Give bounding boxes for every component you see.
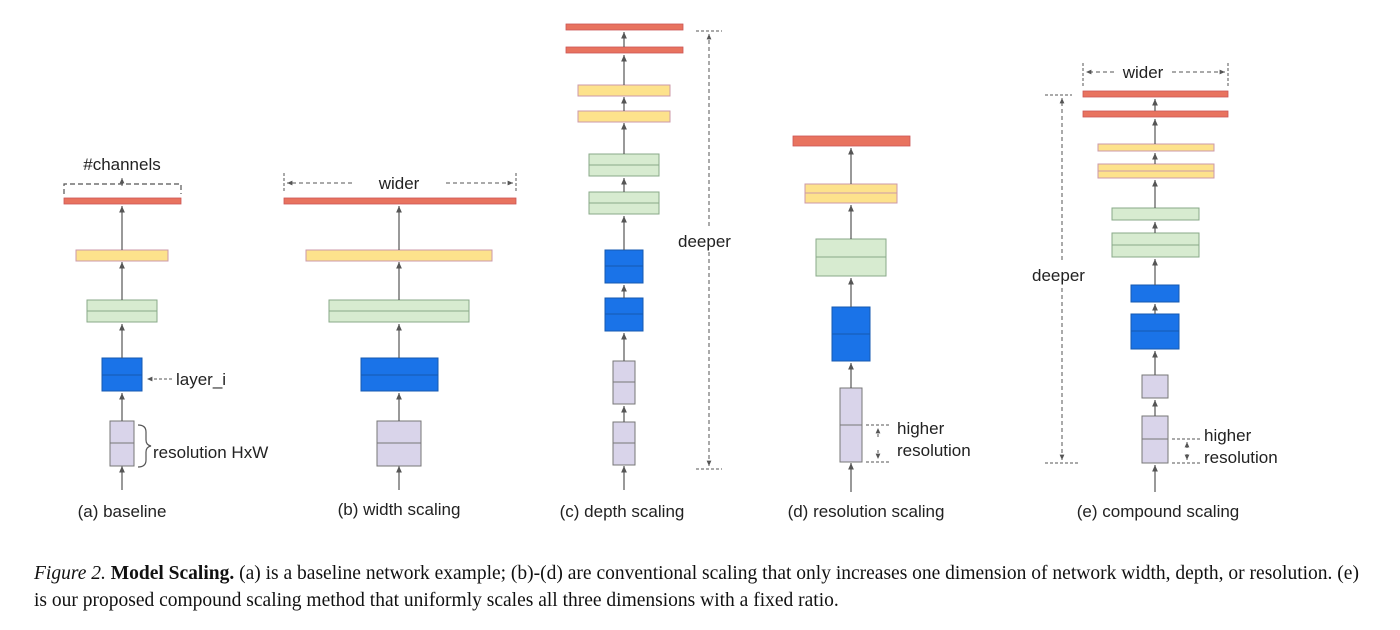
figure-title: Model Scaling. bbox=[110, 563, 235, 584]
panel-caption-e: (e) compound scaling bbox=[1077, 502, 1240, 521]
higher-resolution-label-2: resolution bbox=[897, 441, 971, 460]
higher-resolution-label-1: higher bbox=[897, 419, 945, 438]
deeper-label: deeper bbox=[1032, 266, 1085, 285]
output-block-red bbox=[1082, 110, 1229, 118]
resolution-label: resolution HxW bbox=[153, 443, 268, 462]
panel-caption-a: (a) baseline bbox=[78, 502, 167, 521]
output-block-red bbox=[1082, 90, 1229, 98]
wider-label: wider bbox=[378, 174, 420, 193]
conv-block-green bbox=[1111, 207, 1200, 221]
panel-caption-c: (c) depth scaling bbox=[560, 502, 685, 521]
conv-block-blue bbox=[1130, 284, 1180, 303]
figure-caption: Figure 2. Model Scaling. (a) is a baseli… bbox=[34, 560, 1374, 614]
panel-resolution-scaling: higher resolution (d) resolution scaling bbox=[788, 135, 971, 521]
conv-block-yellow bbox=[1097, 143, 1215, 152]
figure-caption-text: (a) is a baseline network example; (b)-(… bbox=[34, 563, 1359, 611]
model-scaling-figure: #channels layer_i resolution HxW (a) bas… bbox=[63, 23, 1278, 521]
conv-block-yellow bbox=[577, 84, 671, 97]
conv-block-yellow bbox=[577, 110, 671, 123]
higher-resolution-label-1: higher bbox=[1204, 426, 1252, 445]
figure-label: Figure 2. bbox=[34, 563, 106, 584]
channels-label: #channels bbox=[83, 155, 161, 174]
wider-label: wider bbox=[1122, 63, 1164, 82]
panel-baseline: #channels layer_i resolution HxW (a) bas… bbox=[63, 155, 268, 521]
output-block-red bbox=[283, 197, 517, 205]
conv-block-yellow bbox=[75, 249, 169, 262]
panel-width-scaling: wider (b) width scaling bbox=[283, 173, 517, 519]
panel-caption-d: (d) resolution scaling bbox=[788, 502, 945, 521]
panel-depth-scaling: deeper (c) depth scaling bbox=[560, 23, 731, 521]
lavender-block bbox=[1141, 374, 1169, 399]
output-block-red bbox=[63, 197, 182, 205]
layer-label: layer_i bbox=[176, 370, 226, 389]
output-block-red bbox=[792, 135, 911, 147]
deeper-label: deeper bbox=[678, 232, 731, 251]
output-block-red bbox=[565, 46, 684, 54]
higher-resolution-label-2: resolution bbox=[1204, 448, 1278, 467]
conv-block-yellow bbox=[305, 249, 493, 262]
panel-caption-b: (b) width scaling bbox=[338, 500, 461, 519]
output-block-red bbox=[565, 23, 684, 31]
panel-compound-scaling: wider deeper higher resolution (e) compo… bbox=[1032, 63, 1278, 521]
